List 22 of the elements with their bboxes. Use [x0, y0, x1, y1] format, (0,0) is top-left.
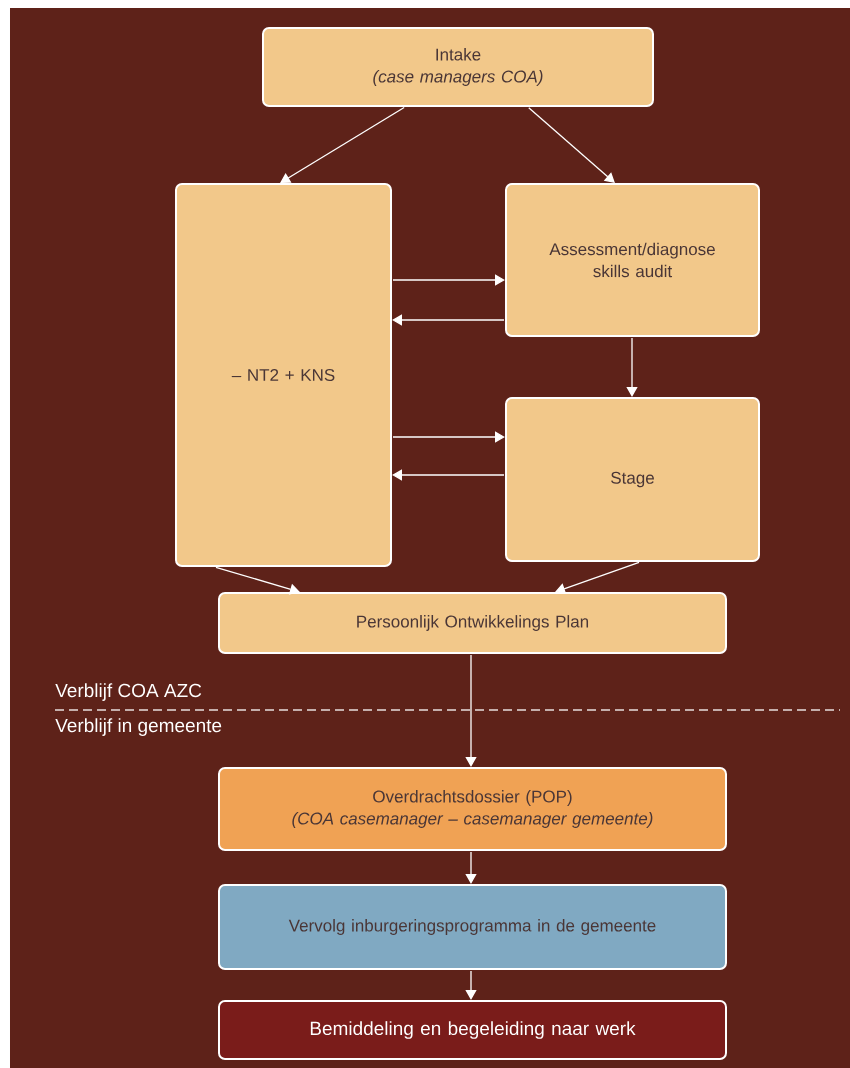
process-box: Bemiddeling en begeleiding naar werk [218, 1000, 727, 1060]
section-label: Verblijf in gemeente [55, 718, 222, 736]
process-box: Overdrachtsdossier (POP) (COA casemanager – casemanager gemeente) [218, 767, 727, 851]
arrow [465, 654, 477, 767]
arrow [215, 566, 300, 595]
process-box: – NT2 + KNS [175, 183, 392, 567]
process-box: Vervolg inburgeringsprogramma in de gemeente [218, 884, 727, 970]
arrow [392, 274, 505, 286]
arrow [392, 469, 505, 481]
process-box: Stage [505, 397, 760, 562]
arrow [465, 851, 477, 884]
arrow [555, 561, 640, 595]
process-box: Persoonlijk Ontwikkelings Plan [218, 592, 727, 654]
process-box: Assessment/diagnose skills audit [505, 183, 760, 337]
process-box: Intake (case managers COA) [262, 27, 654, 107]
arrow [280, 106, 405, 183]
arrow [626, 337, 638, 397]
arrow [392, 314, 505, 326]
section-label: Verblijf COA AZC [55, 683, 202, 701]
arrow [528, 107, 615, 183]
arrow [465, 970, 477, 1000]
arrow [392, 431, 505, 443]
